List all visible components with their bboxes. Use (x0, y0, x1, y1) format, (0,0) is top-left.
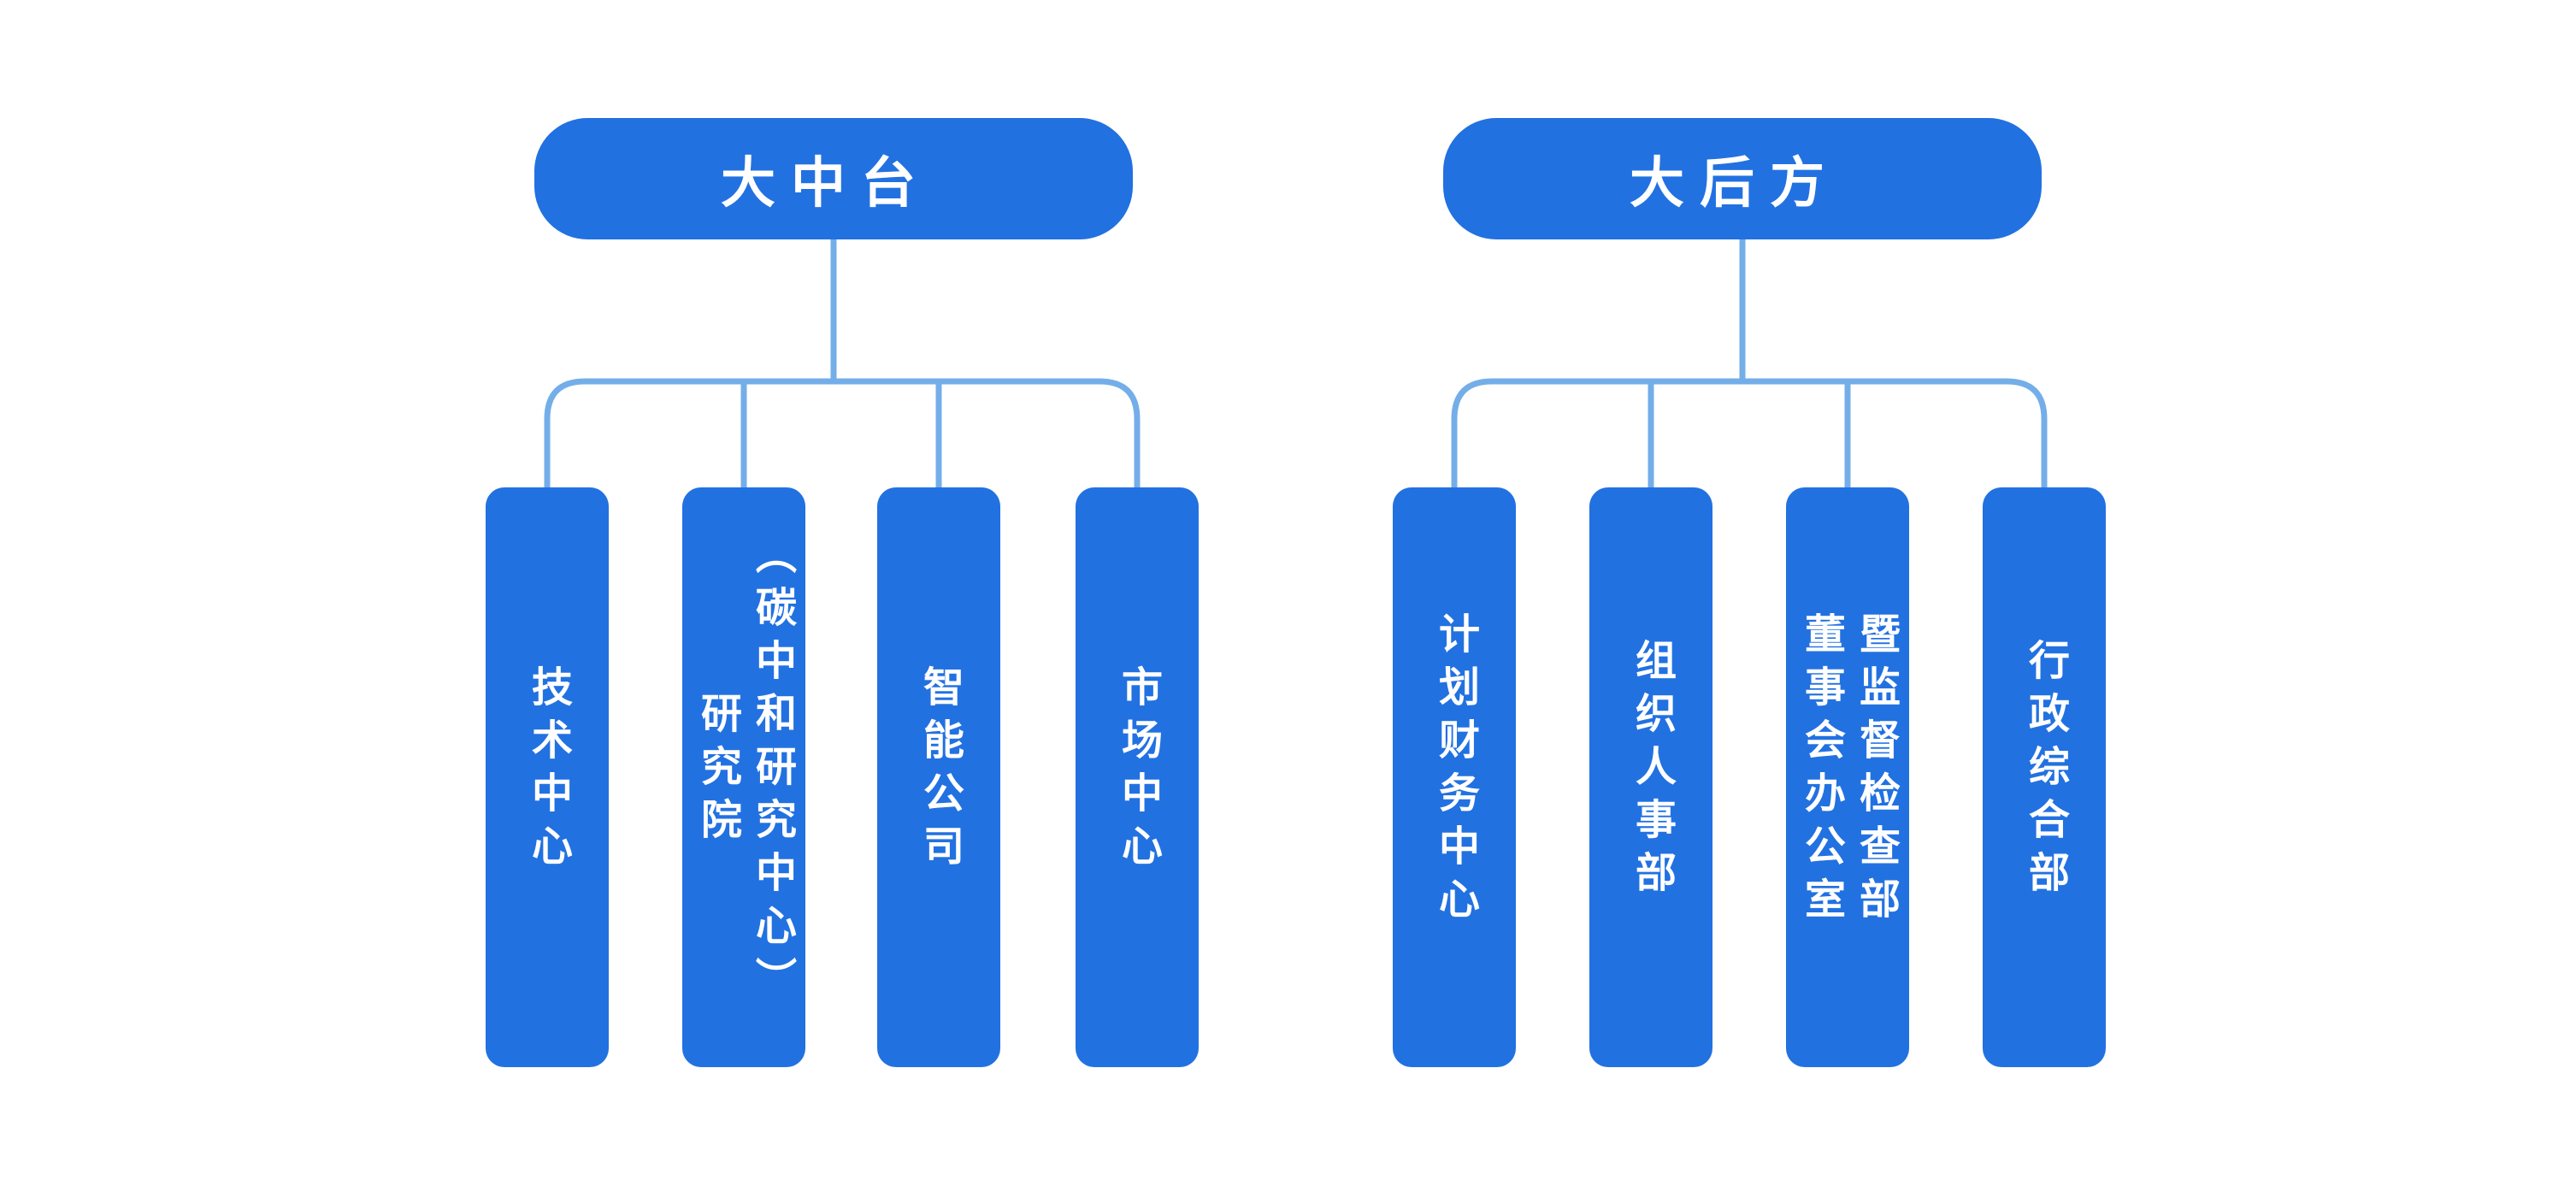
node-admin-general-dept-label: 行政综合部 (2022, 639, 2067, 904)
node-intelligent-company[interactable]: 智能公司 (877, 487, 1000, 1067)
node-organization-hr-dept-label: 组织人事部 (1629, 639, 1674, 904)
right-group-rail-line (1451, 378, 2048, 489)
root-node-dahoufang-label: 大后方 (1630, 152, 1840, 214)
node-intelligent-company-label: 智能公司 (917, 665, 962, 877)
root-node-dazhongtai[interactable]: 大中台 (534, 118, 1133, 239)
node-board-office-supervision-dept[interactable]: 董事会办公室 暨监督检查部 (1786, 487, 1909, 1067)
node-tech-center[interactable]: 技术中心 (486, 487, 609, 1067)
node-board-office-supervision-dept-label: 董事会办公室 暨监督检查部 (1798, 612, 1898, 930)
node-admin-general-dept[interactable]: 行政综合部 (1983, 487, 2106, 1067)
node-research-institute-label: 研究院 （碳中和研究中心） (694, 533, 794, 1010)
node-planning-finance-center-label: 计划财务中心 (1432, 612, 1477, 930)
node-market-center-label: 市场中心 (1115, 665, 1160, 877)
node-research-institute[interactable]: 研究院 （碳中和研究中心） (682, 487, 805, 1067)
node-organization-hr-dept[interactable]: 组织人事部 (1589, 487, 1712, 1067)
left-group-rail-line (544, 378, 1141, 489)
node-planning-finance-center[interactable]: 计划财务中心 (1393, 487, 1516, 1067)
node-market-center[interactable]: 市场中心 (1076, 487, 1199, 1067)
root-node-dazhongtai-label: 大中台 (721, 152, 931, 214)
node-tech-center-label: 技术中心 (525, 665, 570, 877)
root-node-dahoufang[interactable]: 大后方 (1443, 118, 2042, 239)
